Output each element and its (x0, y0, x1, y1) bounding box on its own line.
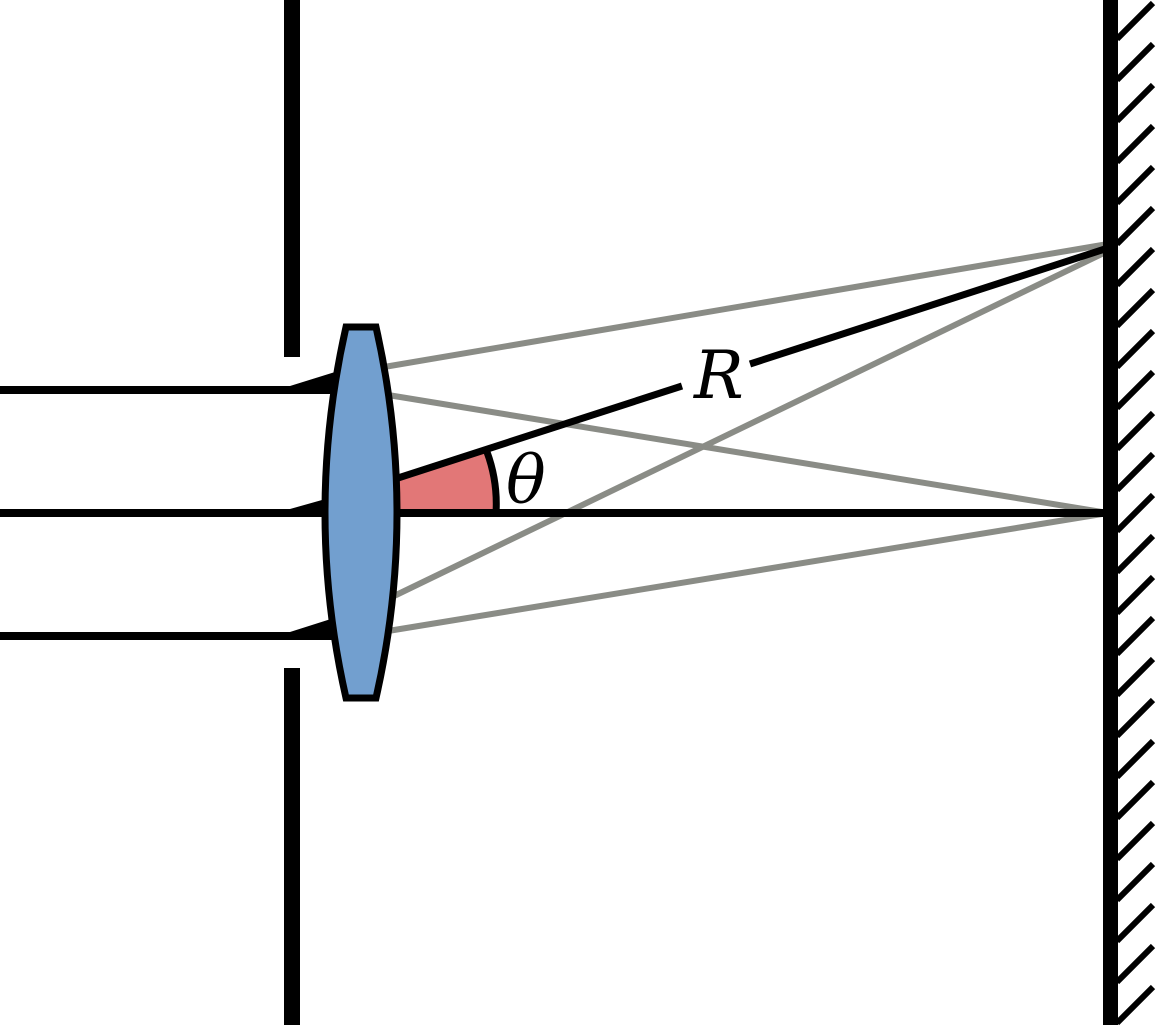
refracted-rays (383, 241, 1110, 634)
incoming-rays (0, 386, 332, 640)
wedge-top (290, 372, 335, 386)
hatch-mark (1114, 574, 1156, 616)
hatch-mark (1114, 656, 1156, 698)
hatch-mark (1114, 328, 1156, 370)
hatch-mark (1114, 41, 1156, 83)
wedge-axis (290, 500, 322, 509)
wedge-bottom (290, 618, 334, 632)
hatch-mark (1114, 410, 1156, 452)
hatch-mark (1114, 451, 1156, 493)
grey-ray-3 (390, 248, 1110, 600)
grey-ray-2 (387, 392, 1109, 516)
hatch-mark (1114, 779, 1156, 821)
angle-theta-wedge (398, 452, 497, 513)
hatch-mark (1114, 697, 1156, 739)
converging-lens (321, 323, 401, 702)
hatch-mark (1114, 82, 1156, 124)
hatch-mark (1114, 533, 1156, 575)
hatch-mark (1114, 246, 1156, 288)
radius-line-lower (396, 382, 684, 482)
ray-wedges (290, 372, 335, 632)
label-r: R (693, 337, 744, 414)
radius-line (396, 244, 1110, 482)
hatch-mark (1114, 615, 1156, 657)
hatch-mark (1114, 287, 1156, 329)
hatch-mark (1114, 943, 1156, 985)
label-theta: θ (506, 442, 546, 519)
hatch-mark (1114, 492, 1156, 534)
grey-ray-4 (387, 510, 1109, 634)
hatch-mark (1114, 205, 1156, 247)
hatch-mark (1114, 123, 1156, 165)
radius-line-upper (748, 244, 1110, 368)
hatch-mark (1114, 820, 1156, 862)
hatch-mark (1114, 0, 1156, 42)
hatch-mark (1114, 164, 1156, 206)
screen-bar (1103, 0, 1118, 1025)
aperture-upper-blade (284, 0, 300, 357)
aperture-lower-blade (284, 668, 300, 1025)
angle-theta-arc (483, 450, 500, 514)
screen-hatching (1114, 0, 1156, 1025)
hatch-mark (1114, 861, 1156, 903)
hatch-mark (1114, 902, 1156, 944)
hatch-mark (1114, 738, 1156, 780)
hatch-mark (1114, 984, 1156, 1025)
grey-ray-1 (383, 241, 1109, 370)
aperture-stop (284, 0, 300, 1025)
hatch-mark (1114, 369, 1156, 411)
